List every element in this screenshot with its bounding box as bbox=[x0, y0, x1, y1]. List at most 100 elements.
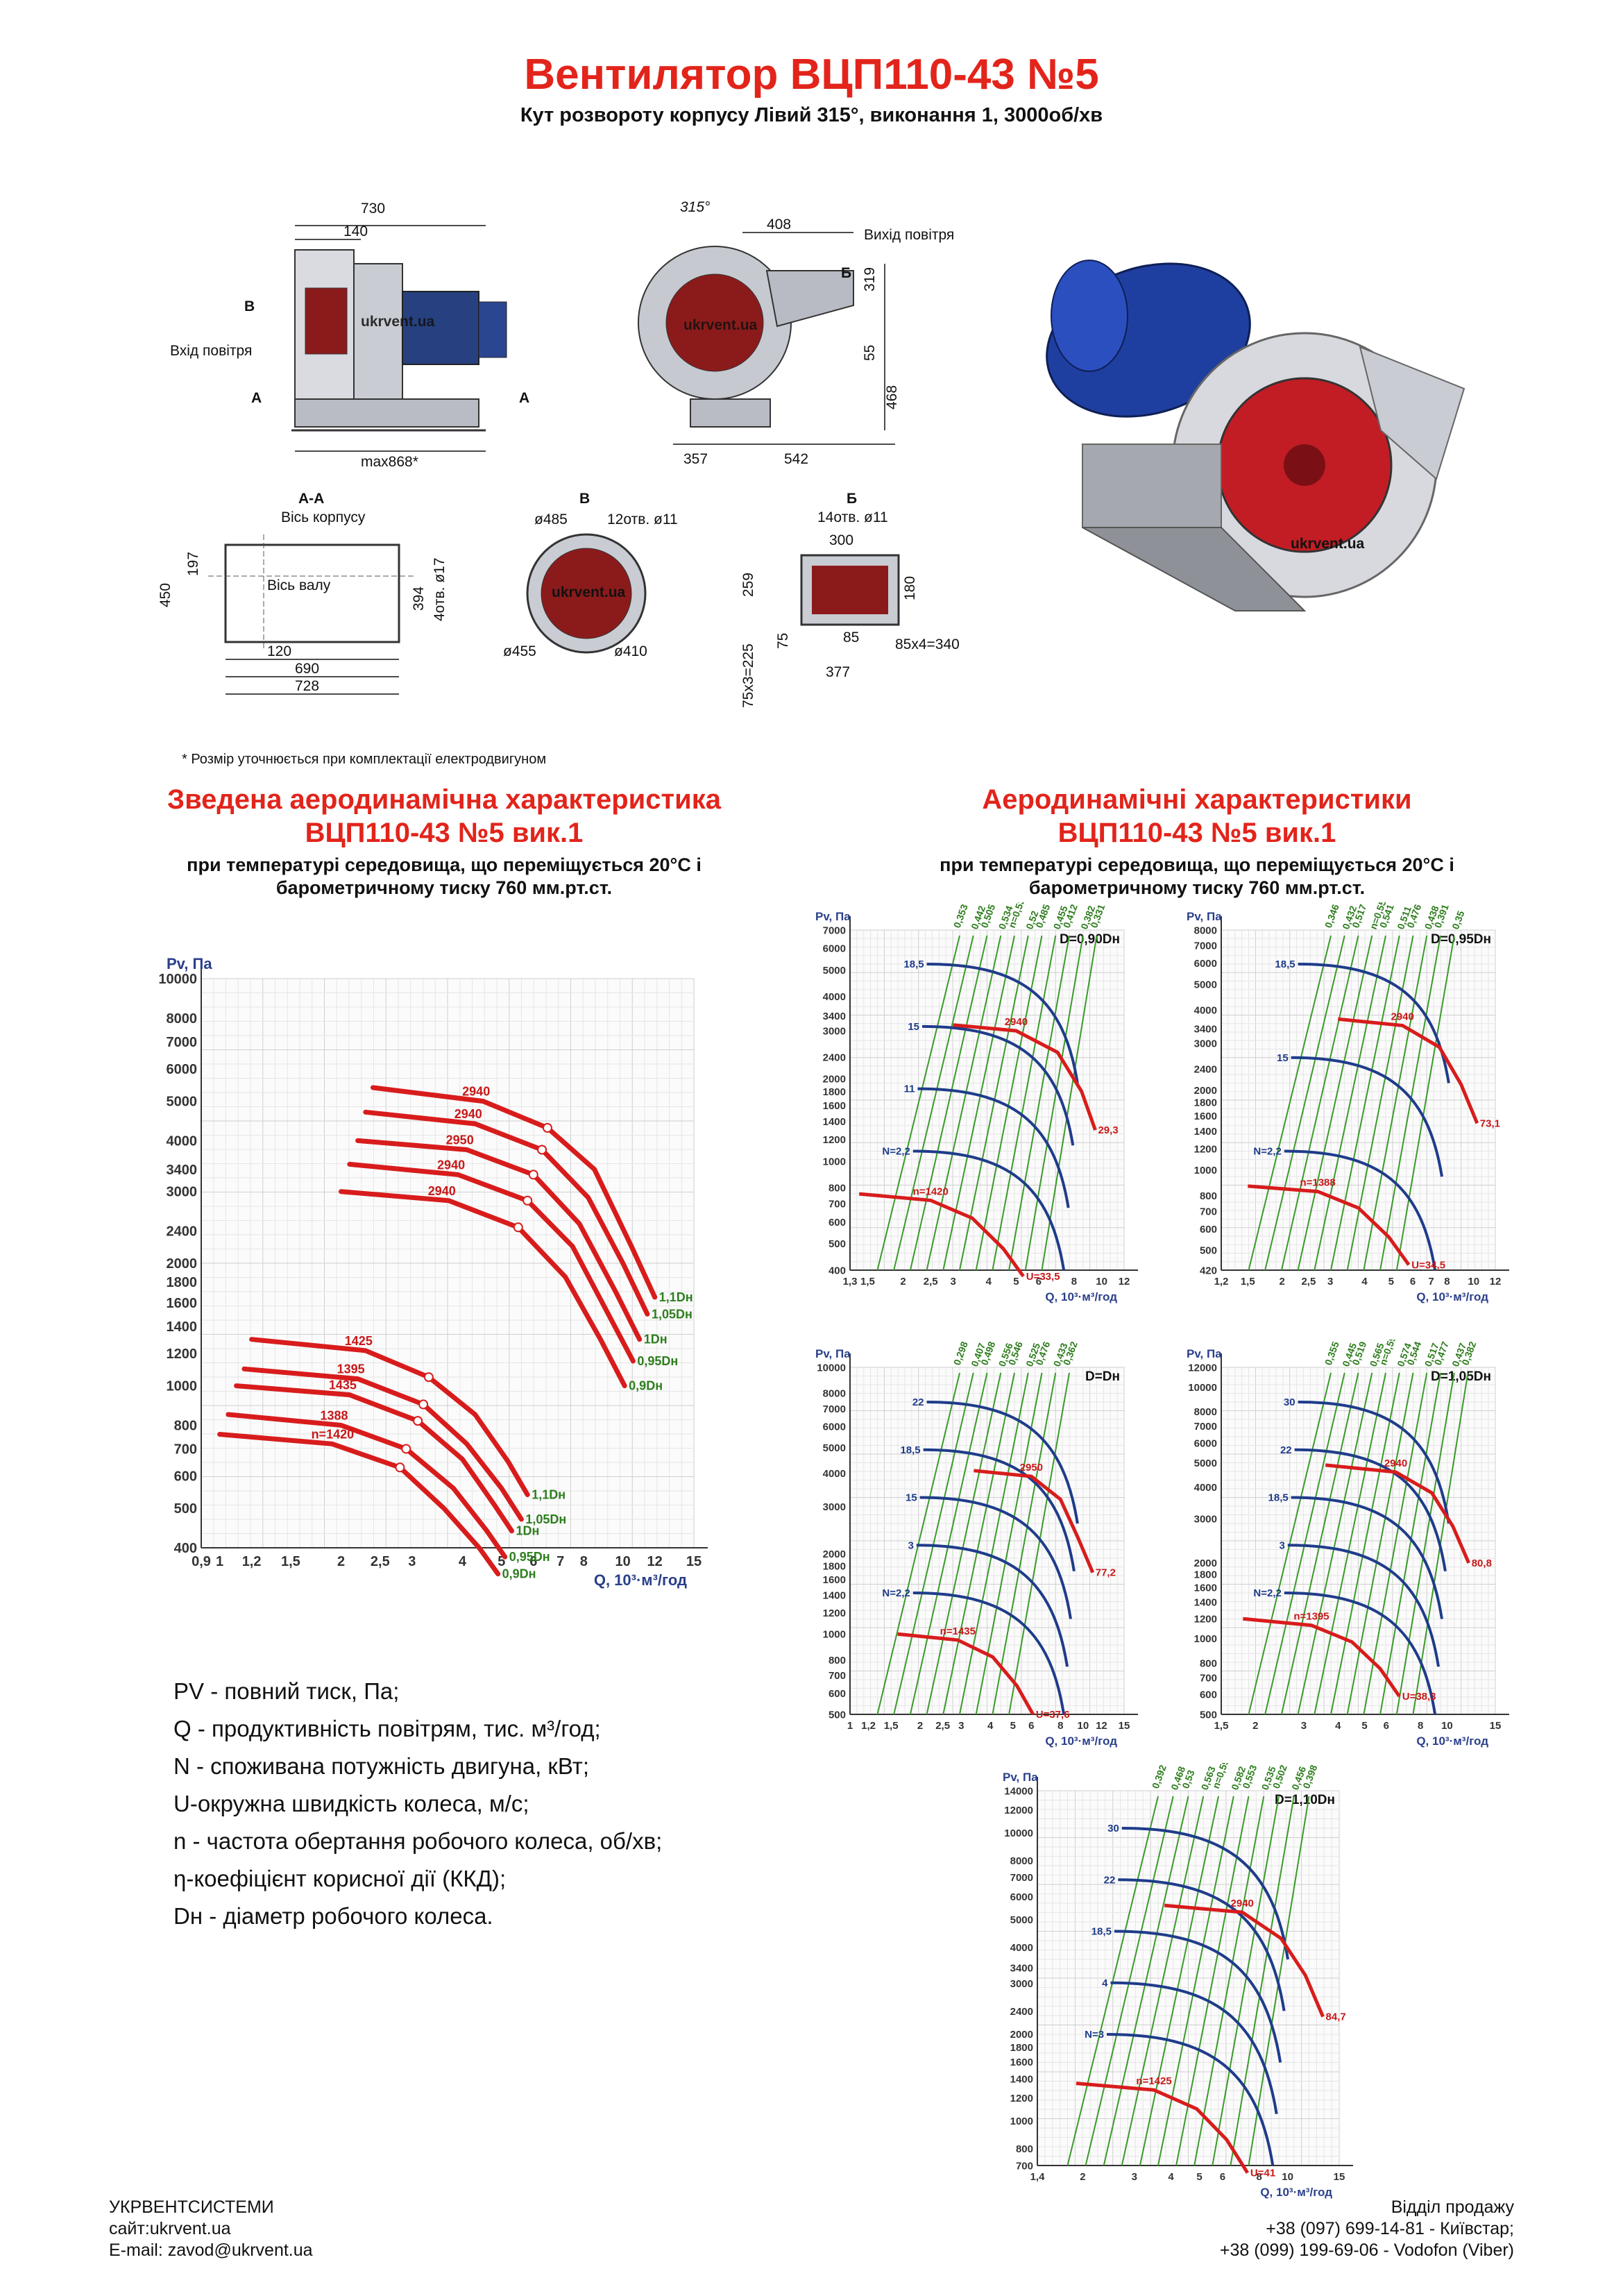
y-tick-label: 1000 bbox=[1194, 1633, 1217, 1645]
y-tick-label: 1200 bbox=[1194, 1144, 1217, 1156]
y-tick-label: 1800 bbox=[823, 1086, 846, 1098]
power-curve bbox=[1291, 1496, 1443, 1619]
x-tick-label: 1,5 bbox=[1241, 1276, 1255, 1288]
x-tick-label: 6 bbox=[1028, 1720, 1034, 1732]
y-tick-label: 10000 bbox=[1004, 1827, 1033, 1839]
high-speed-curve bbox=[1164, 1903, 1325, 2018]
y-tick-label: 600 bbox=[829, 1688, 846, 1700]
efficiency-line bbox=[1212, 1796, 1280, 2166]
power-curve bbox=[1121, 1827, 1290, 1960]
power-curve bbox=[916, 1544, 1069, 1667]
u-low-label: U=37,6 bbox=[1036, 1709, 1070, 1721]
left-title-1: Зведена аеродинамічна характеристика bbox=[167, 784, 721, 815]
body-axis-label: Вісь корпусу bbox=[281, 509, 366, 525]
x-tick-label: 2 bbox=[1080, 2171, 1085, 2183]
y-tick-label: 4000 bbox=[1010, 1942, 1033, 1954]
chart-title: D=Dн bbox=[1085, 1369, 1120, 1384]
efficiency-line bbox=[942, 935, 1015, 1271]
u-high-label: 84,7 bbox=[1326, 2011, 1346, 2023]
y-tick-label: 3400 bbox=[1194, 1024, 1217, 1036]
site-link[interactable]: сайт:ukrvent.ua bbox=[109, 2219, 231, 2238]
x-tick-label: 1,5 bbox=[1214, 1720, 1229, 1732]
dim-450: 450 bbox=[158, 583, 173, 607]
dim-485: ø485 bbox=[534, 512, 568, 527]
x-tick-label: 10 bbox=[1468, 1276, 1479, 1288]
efficiency-line bbox=[1041, 935, 1098, 1271]
y-tick-label: 1800 bbox=[1010, 2042, 1033, 2054]
power-curve bbox=[1284, 1149, 1437, 1271]
y-tick-label: 1400 bbox=[167, 1319, 198, 1335]
x-tick-label: 2 bbox=[1252, 1720, 1258, 1732]
power-label: 22 bbox=[912, 1396, 924, 1408]
series-label: 1,05Dн bbox=[652, 1307, 692, 1321]
power-label: 15 bbox=[1277, 1052, 1289, 1064]
section-bb-drawing: Б 14отв. ø11 300 259 180 75 85 75х3=225 … bbox=[740, 491, 960, 708]
x-tick-label: 4 bbox=[1361, 1276, 1368, 1288]
watermark-4: ukrvent.ua bbox=[552, 584, 626, 600]
power-label: N=2,2 bbox=[882, 1146, 910, 1158]
y-tick-label: 6000 bbox=[1194, 1437, 1217, 1449]
email-link[interactable]: E-mail: zavod@ukrvent.ua bbox=[109, 2240, 313, 2260]
efficiency-line bbox=[893, 935, 974, 1271]
efficiency-line bbox=[1103, 1796, 1189, 2166]
marker bbox=[413, 1416, 423, 1426]
footer-right: Відділ продажу +38 (097) 699-14-81 - Киї… bbox=[1220, 2197, 1514, 2261]
rpm-label: 2940 bbox=[437, 1158, 465, 1172]
series-label: 1Dн bbox=[516, 1524, 539, 1538]
rpm-low-label: n=1420 bbox=[913, 1185, 949, 1197]
x-tick-label: 0,9 bbox=[192, 1554, 211, 1569]
marker bbox=[537, 1145, 547, 1155]
x-tick-label: 10 bbox=[1282, 2171, 1293, 2183]
y-axis-title: Pv, Па bbox=[815, 1347, 851, 1360]
x-tick-label: 5 bbox=[1013, 1276, 1019, 1288]
dim-319: 319 bbox=[862, 267, 878, 292]
y-tick-label: 1600 bbox=[823, 1574, 846, 1586]
phone-vodafone[interactable]: +38 (099) 199-69-06 - Vodofon (Viber) bbox=[1219, 2240, 1514, 2260]
y-tick-label: 4000 bbox=[1194, 1482, 1217, 1494]
phone-kyivstar[interactable]: +38 (097) 699-14-81 - Київстар; bbox=[1266, 2219, 1514, 2238]
power-curve bbox=[912, 1149, 1066, 1271]
front-view-drawing: 315° 408 Вихід повітря Б 319 55 468 357 … bbox=[638, 199, 954, 467]
dim-455: ø455 bbox=[503, 643, 536, 659]
dim-377: 377 bbox=[826, 664, 850, 680]
power-curve bbox=[1291, 1056, 1443, 1177]
y-tick-label: 10000 bbox=[1188, 1382, 1217, 1394]
y-tick-label: 6000 bbox=[1010, 1891, 1033, 1903]
outlet-label: Вихід повітря bbox=[864, 227, 954, 243]
x-tick-label: 1,2 bbox=[242, 1554, 262, 1569]
efficiency-line bbox=[909, 935, 988, 1271]
y-tick-label: 2000 bbox=[823, 1074, 846, 1086]
series-curve bbox=[371, 1085, 658, 1300]
y-tick-label: 10000 bbox=[158, 972, 197, 987]
power-curve bbox=[1284, 1592, 1437, 1715]
x-axis-title: Q, 10³·м³/год bbox=[1260, 2186, 1332, 2199]
efficiency-line bbox=[1330, 1372, 1400, 1715]
dim-690: 690 bbox=[295, 661, 319, 677]
power-label: 4 bbox=[1102, 1977, 1108, 1989]
series-curve bbox=[249, 1337, 530, 1497]
x-tick-label: 1,2 bbox=[1214, 1276, 1229, 1288]
efficiency-line bbox=[1280, 935, 1359, 1271]
sales-dept: Відділ продажу bbox=[1391, 2197, 1514, 2217]
y-tick-label: 7000 bbox=[1194, 1421, 1217, 1433]
y-tick-label: 400 bbox=[174, 1541, 197, 1556]
power-label: 30 bbox=[1284, 1396, 1295, 1408]
x-tick-label: 1,5 bbox=[860, 1276, 875, 1288]
section-marker-a2: А bbox=[519, 390, 529, 406]
x-tick-label: 12 bbox=[1119, 1276, 1130, 1288]
low-speed-curve bbox=[858, 1192, 1025, 1278]
y-tick-label: 600 bbox=[1200, 1689, 1217, 1701]
left-sub-2: барометричному тиску 760 мм.рт.ст. bbox=[275, 877, 613, 898]
efficiency-line bbox=[1379, 1372, 1441, 1715]
y-tick-label: 420 bbox=[1200, 1265, 1217, 1276]
y-tick-label: 800 bbox=[1200, 1657, 1217, 1669]
y-tick-label: 1600 bbox=[1010, 2057, 1033, 2068]
y-tick-label: 2000 bbox=[1194, 1558, 1217, 1569]
dim-300: 300 bbox=[829, 532, 853, 548]
y-tick-label: 2400 bbox=[1010, 2006, 1033, 2018]
power-curve bbox=[912, 1592, 1066, 1715]
x-axis-title: Q, 10³·м³/год bbox=[1045, 1734, 1117, 1748]
y-axis-title: Pv, Па bbox=[1187, 910, 1222, 923]
